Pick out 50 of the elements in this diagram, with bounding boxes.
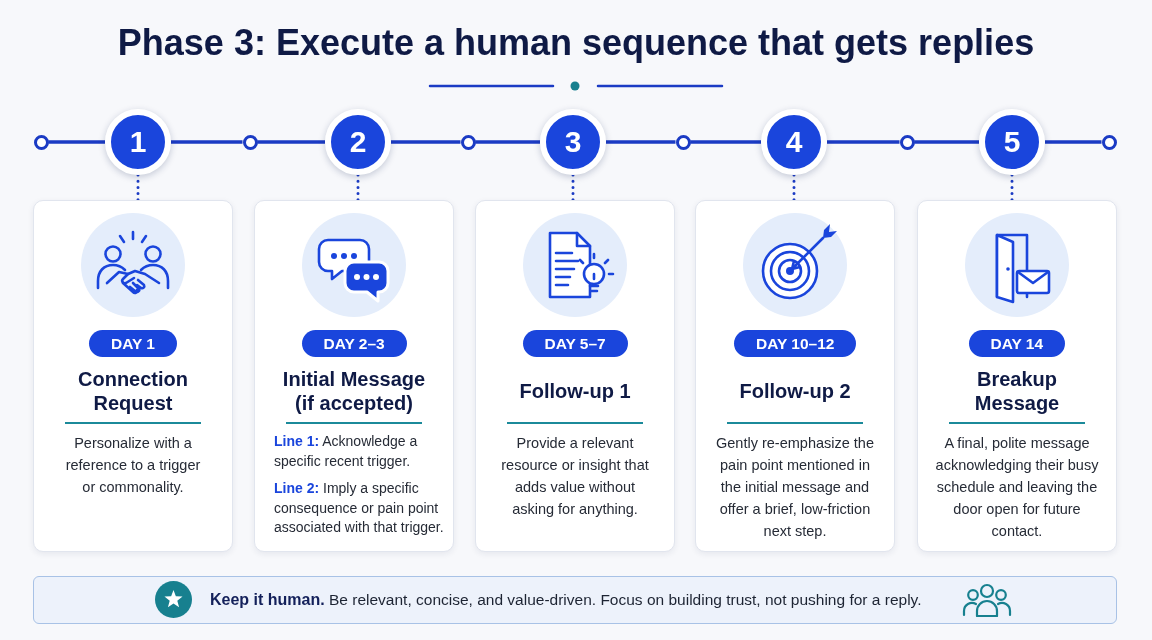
timeline-line — [257, 140, 325, 144]
timeline-line — [1045, 140, 1102, 144]
dotted-connector-line — [356, 173, 360, 202]
timeline-ring-icon — [1101, 134, 1117, 150]
page-title: Phase 3: Execute a human sequence that gets replies — [117, 21, 1035, 65]
timeline-ring-icon — [899, 134, 915, 150]
day-pill: DAY 1 — [89, 330, 177, 357]
step-number-circle: 4 — [761, 109, 827, 175]
timeline-ring-icon — [242, 134, 258, 150]
step-card — [33, 200, 233, 552]
day-pill: DAY 5–7 — [522, 330, 628, 357]
day-pill: DAY 2–3 — [301, 330, 407, 357]
day-pill: DAY 10–12 — [734, 330, 857, 357]
timeline-ring-icon — [33, 134, 49, 150]
dotted-connector-line — [1010, 173, 1014, 202]
card-description: Personalize with a reference to a trigger or commonality. — [65, 434, 201, 497]
timeline-line — [914, 140, 979, 144]
card-title: Breakup Message — [974, 367, 1060, 415]
card-description: Gently re-emphasize the pain point mentioned in the initial message and offer a brief, low-friction next step. — [715, 434, 875, 541]
timeline-ring-icon — [675, 134, 691, 150]
step-number-circle: 3 — [540, 109, 606, 175]
step-number-circle: 1 — [105, 109, 171, 175]
timeline-line — [827, 140, 900, 144]
dotted-connector-line — [136, 173, 140, 202]
step-number-circle: 5 — [979, 109, 1045, 175]
step-card — [695, 200, 895, 552]
card-description: Line 1: Acknowledge a specific recent trigger. — [274, 432, 419, 471]
timeline-line — [391, 140, 461, 144]
timeline-ring-icon — [460, 134, 476, 150]
step-card — [475, 200, 675, 552]
card-description: Provide a relevant resource or insight that adds value without asking for anything. — [500, 434, 650, 519]
card-description: A final, polite message acknowledging their busy schedule and leaving the door open for future contact. — [935, 434, 1099, 541]
card-title: Follow-up 2 — [738, 379, 852, 403]
day-pill: DAY 14 — [968, 330, 1066, 357]
step-card — [917, 200, 1117, 552]
dotted-connector-line — [571, 173, 575, 202]
step-number-circle: 2 — [325, 109, 391, 175]
timeline-line — [690, 140, 761, 144]
card-title: Initial Message (if accepted) — [282, 367, 426, 415]
timeline-line — [606, 140, 676, 144]
card-title: Follow-up 1 — [518, 379, 632, 403]
timeline-line — [475, 140, 540, 144]
step-card — [254, 200, 454, 552]
timeline-line — [48, 140, 105, 144]
dotted-connector-line — [792, 173, 796, 202]
tip-banner — [33, 576, 1117, 624]
tip-text: Keep it human. Be relevant, concise, and value-driven. Focus on building trust, not pushing for a reply. — [210, 590, 922, 610]
card-title: Connection Request — [77, 367, 189, 415]
card-description: Line 2: Imply a specific consequence or pain point associated with that trigger. — [274, 479, 445, 537]
timeline-line — [171, 140, 243, 144]
